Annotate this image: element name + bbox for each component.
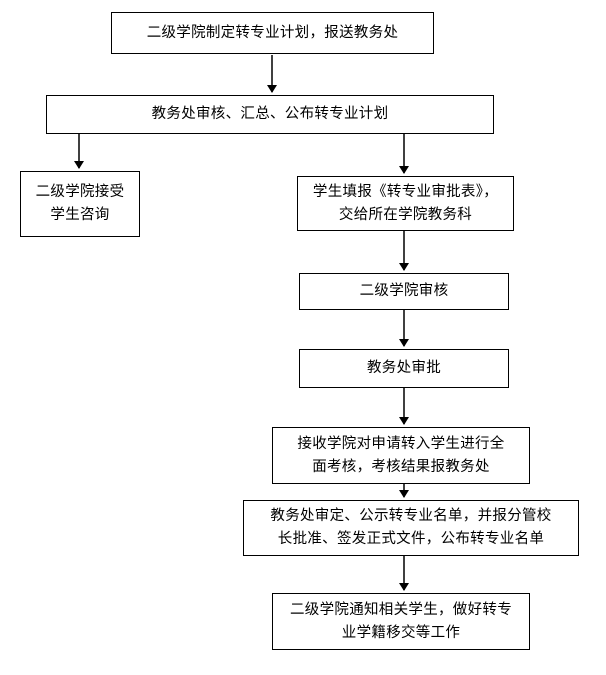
step-finalize-box: 教务处审定、公示转专业名单，并报分管校 长批准、签发正式文件，公布转专业名单	[243, 500, 579, 556]
step-apply-box: 学生填报《转专业审批表》， 交给所在学院教务科	[297, 176, 514, 231]
step-apply-line-1: 学生填报《转专业审批表》，	[312, 183, 499, 200]
step-review-plan-box: 教务处审核、汇总、公布转专业计划	[46, 95, 494, 134]
step-assess-line-1: 接收学院对申请转入学生进行全	[297, 435, 505, 452]
step-consult-box: 二级学院接受 学生咨询	[20, 171, 140, 237]
step-plan-line-1: 二级学院制定转专业计划，报送教务处	[146, 24, 399, 41]
step-plan-box: 二级学院制定转专业计划，报送教务处	[111, 12, 434, 54]
step-assess-box: 接收学院对申请转入学生进行全 面考核，考核结果报教务处	[272, 427, 530, 484]
step-finalize-line-1: 教务处审定、公示转专业名单，并报分管校	[270, 508, 552, 524]
step-apply-line-2: 交给所在学院教务科	[338, 206, 473, 223]
step-approve-line-1: 教务处审批	[367, 360, 441, 376]
step-notify-box: 二级学院通知相关学生，做好转专 业学籍移交等工作	[272, 593, 530, 650]
step-college-review-line-1: 二级学院审核	[359, 283, 449, 299]
step-assess-line-2: 面考核，考核结果报教务处	[312, 458, 490, 475]
step-notify-line-1: 二级学院通知相关学生，做好转专	[290, 601, 512, 618]
step-approve-box: 教务处审批	[299, 349, 509, 388]
step-consult-line-2: 学生咨询	[50, 207, 110, 223]
step-review-plan-line-1: 教务处审核、汇总、公布转专业计划	[151, 106, 389, 122]
step-college-review-box: 二级学院审核	[299, 273, 509, 310]
step-finalize-line-2: 长批准、签发正式文件，公布转专业名单	[277, 531, 545, 547]
step-consult-line-1: 二级学院接受	[35, 184, 125, 200]
step-notify-line-2: 业学籍移交等工作	[341, 624, 461, 641]
